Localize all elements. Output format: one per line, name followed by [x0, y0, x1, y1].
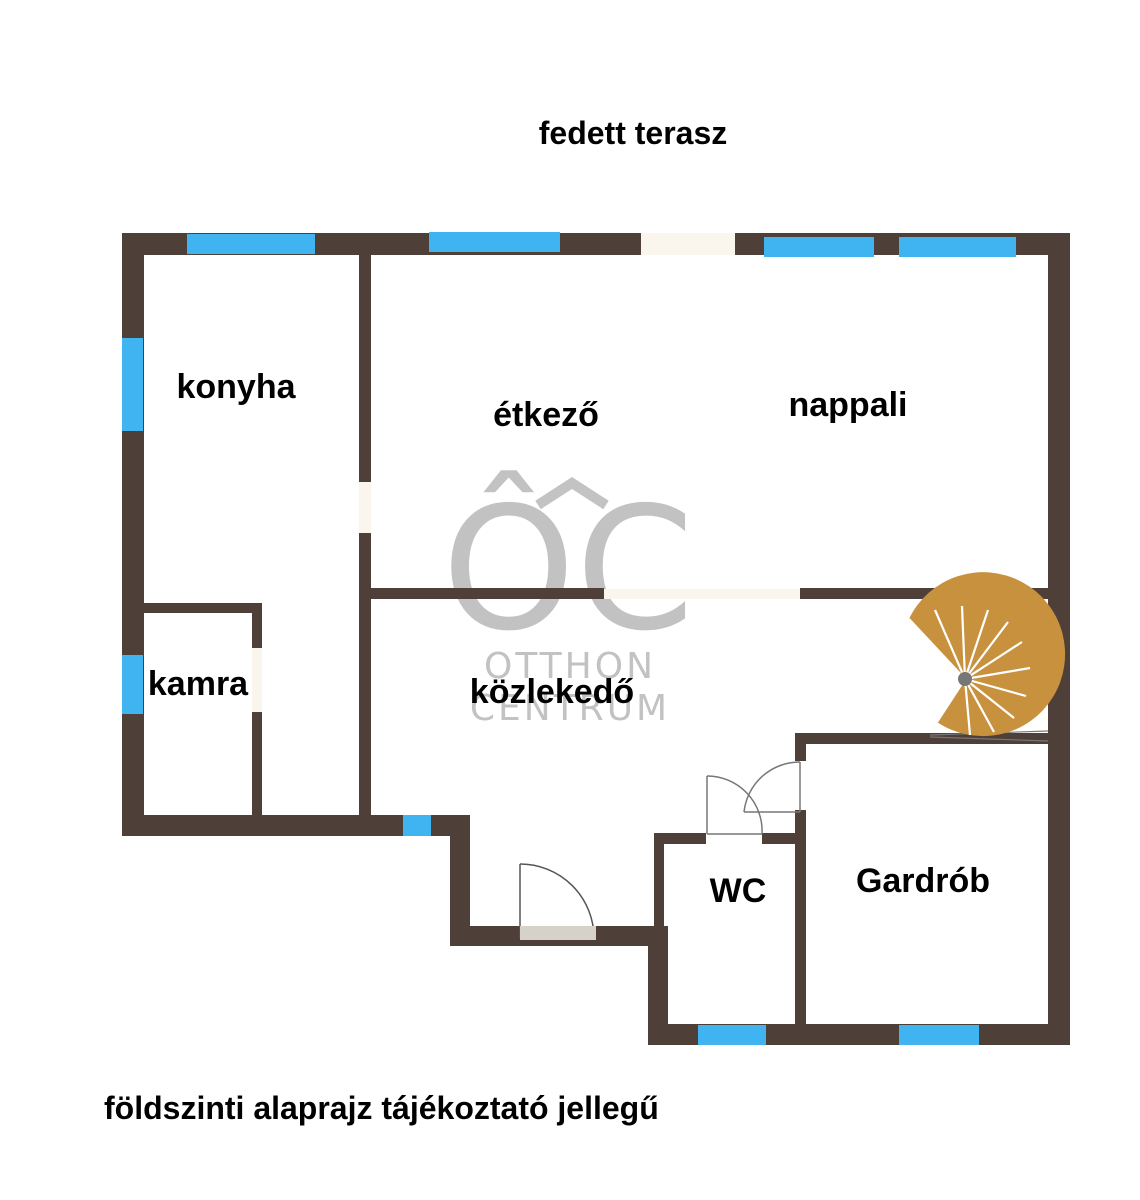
room-label-wc: WC [710, 872, 767, 910]
watermark-line-1: OTTHON [484, 646, 656, 687]
room-label-etkezo: étkező [493, 396, 599, 434]
doorway [359, 482, 371, 533]
window [899, 1025, 979, 1045]
entrance-door [519, 863, 596, 940]
doorway [252, 648, 262, 712]
watermark-roof-icon [535, 477, 609, 510]
window [122, 655, 143, 714]
watermark-line-2: CENTRUM [470, 688, 670, 729]
terrace-opening [641, 233, 735, 255]
window [403, 815, 431, 836]
room-label-kozlekedo: közlekedő [470, 673, 634, 711]
room-label-nappali: nappali [788, 386, 907, 424]
window [122, 338, 143, 431]
windows [122, 232, 1016, 1045]
room-label-gardrob: Gardrób [856, 862, 990, 900]
watermark-logo-letters: ÔC [442, 470, 695, 669]
sliding-opening [604, 589, 800, 599]
window [429, 232, 560, 252]
terrace-label: fedett terasz [539, 115, 728, 151]
spiral-stair-icon [908, 572, 1066, 737]
gardrob-door [743, 761, 801, 813]
window [187, 234, 315, 254]
room-label-kamra: kamra [148, 665, 249, 703]
window [698, 1025, 766, 1045]
plan-caption: földszinti alaprajz tájékoztató jellegű [104, 1090, 659, 1126]
window [764, 237, 874, 257]
room-label-konyha: konyha [176, 368, 296, 406]
window [899, 237, 1016, 257]
otthon-centrum-watermark: ÔC OTTHON CENTRUM [442, 470, 695, 729]
wc-door [706, 775, 763, 835]
openings [252, 233, 800, 712]
